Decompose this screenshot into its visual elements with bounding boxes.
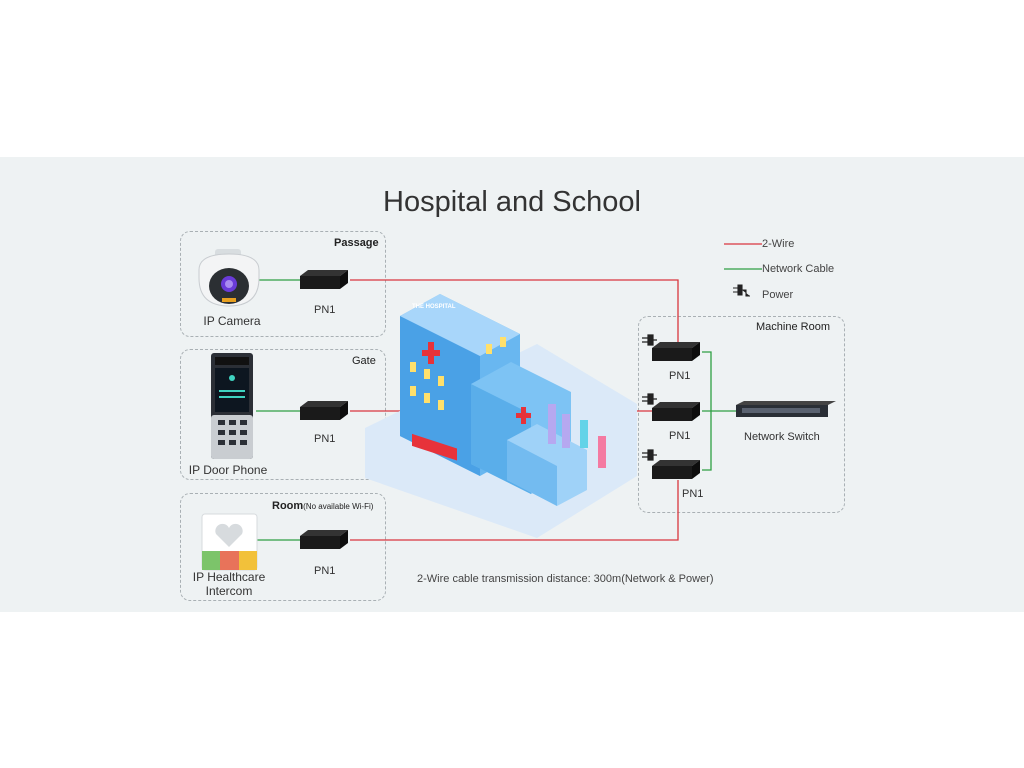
pn1-box-room bbox=[300, 530, 348, 549]
legend-power-icon bbox=[733, 284, 750, 297]
zone-room bbox=[180, 493, 386, 601]
pn1-boxes bbox=[300, 270, 700, 549]
hospital-building-illustration bbox=[365, 294, 637, 538]
pn1-box-machine-bot bbox=[652, 460, 700, 479]
pn1-box-gate bbox=[300, 401, 348, 420]
transmission-distance-note: 2-Wire cable transmission distance: 300m… bbox=[417, 573, 714, 585]
network-switch-device bbox=[736, 401, 836, 417]
ip-camera-device bbox=[198, 249, 260, 307]
power-plug-icon bbox=[642, 393, 657, 405]
wire-room-to-machine bbox=[350, 480, 679, 541]
pn1-label-machine-bot: PN1 bbox=[682, 488, 704, 500]
page-title: Hospital and School bbox=[383, 186, 641, 218]
wire-passage-to-machine bbox=[350, 279, 679, 348]
pn1-label-gate: PN1 bbox=[314, 433, 336, 445]
ip-healthcare-intercom-device bbox=[201, 513, 258, 571]
pn1-box-machine-mid bbox=[652, 402, 700, 421]
zone-gate bbox=[180, 349, 386, 480]
zone-passage-label: Passage bbox=[334, 237, 379, 249]
zone-passage bbox=[180, 231, 386, 337]
power-plugs bbox=[642, 334, 657, 461]
network-switch-label: Network Switch bbox=[744, 431, 820, 443]
legend-power-label: Power bbox=[762, 289, 794, 301]
zone-room-label: Room(No available Wi-Fi) bbox=[272, 500, 374, 512]
pn1-box-passage bbox=[300, 270, 348, 289]
ip-door-phone-device bbox=[211, 353, 253, 459]
pn1-label-machine-top: PN1 bbox=[669, 370, 691, 382]
zone-machine-room-label: Machine Room bbox=[756, 321, 830, 333]
power-plug-icon bbox=[642, 449, 657, 461]
zone-gate-label: Gate bbox=[352, 355, 376, 367]
building-sign-text: THE HOSPITAL bbox=[412, 304, 456, 310]
hospital-sign bbox=[412, 433, 457, 461]
ip-door-phone-label: IP Door Phone bbox=[188, 463, 268, 477]
legend-network-cable-label: Network Cable bbox=[762, 263, 835, 275]
pn1-label-passage: PN1 bbox=[314, 304, 336, 316]
ip-camera-label: IP Camera bbox=[203, 314, 261, 328]
power-plug-icon bbox=[642, 334, 657, 346]
pn1-box-machine-top bbox=[652, 342, 700, 361]
pn1-label-machine-mid: PN1 bbox=[669, 430, 691, 442]
zone-machine-room bbox=[638, 316, 845, 513]
legend-two-wire-label: 2-Wire bbox=[762, 238, 795, 250]
network-cable-lines bbox=[256, 279, 736, 541]
pn1-label-room: PN1 bbox=[314, 565, 336, 577]
